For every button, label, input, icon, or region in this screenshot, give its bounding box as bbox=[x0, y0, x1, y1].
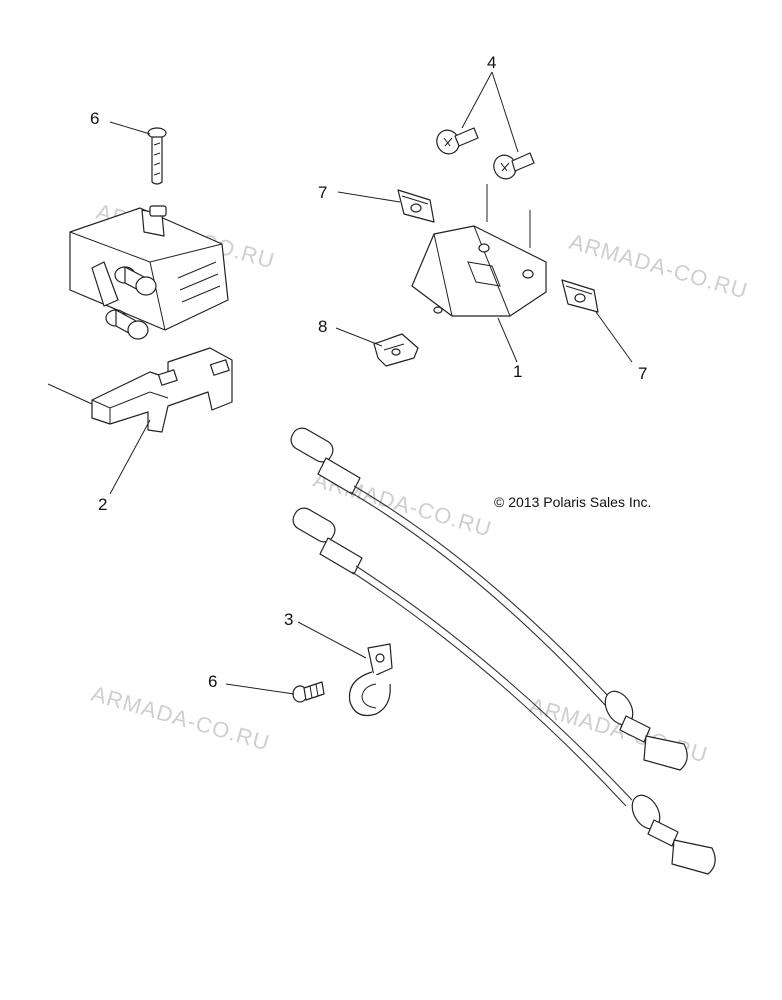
callout-7-right: 7 bbox=[638, 364, 647, 383]
part-4-screws bbox=[436, 127, 535, 180]
callout-6: 6 bbox=[208, 672, 217, 691]
callout-7-left: 7 bbox=[318, 183, 327, 202]
callout-4: 4 bbox=[487, 53, 496, 72]
watermark-4: ARMADA-CO.RU bbox=[89, 681, 273, 756]
copyright-text: © 2013 Polaris Sales Inc. bbox=[494, 494, 651, 510]
part-5-screw bbox=[147, 127, 167, 185]
callout-5: 6 bbox=[90, 109, 99, 128]
part-8-clip bbox=[373, 333, 419, 367]
callout-1: 1 bbox=[513, 362, 522, 381]
part-7-clip-nut-left bbox=[397, 189, 435, 223]
callout-2: 2 bbox=[98, 495, 107, 514]
leader-lines bbox=[109, 71, 633, 695]
sensor-cable-2 bbox=[292, 507, 716, 875]
part-1-bracket bbox=[411, 184, 547, 317]
module-assembly bbox=[69, 205, 229, 340]
part-7-clip-nut-right bbox=[561, 279, 599, 313]
sensor-cable-1 bbox=[290, 427, 688, 771]
callout-8: 8 bbox=[318, 317, 327, 336]
part-3-p-clamp bbox=[348, 643, 393, 717]
callout-3: 3 bbox=[284, 610, 293, 629]
part-2-bracket bbox=[47, 347, 233, 433]
part-6-bolt bbox=[292, 681, 325, 703]
